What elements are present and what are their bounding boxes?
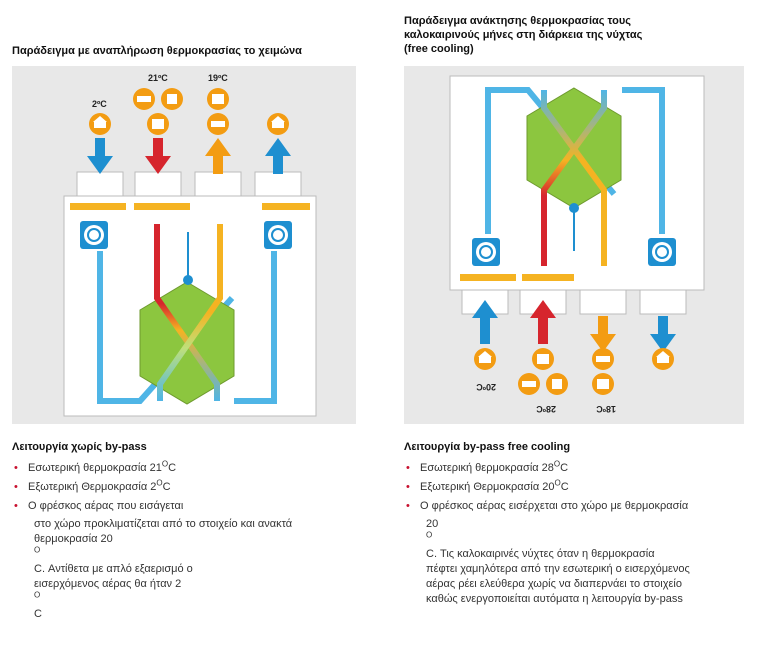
exhaust-air-arrow <box>265 138 291 174</box>
filter-bar-1 <box>70 203 126 210</box>
bathroom-icon <box>161 88 183 110</box>
left-bullet-2: •Εξωτερική Θερμοκρασία 2OC <box>14 478 171 493</box>
summer-diagram-svg: 20ºC 28ºC 18ºC <box>449 75 705 414</box>
toilet-icon <box>532 348 554 370</box>
left-description: Λειτουργία χωρίς by-pass •Εσωτερική θερμ… <box>12 440 372 626</box>
exhaust-duct <box>157 224 223 401</box>
bullet-icon: • <box>406 500 410 512</box>
port-box-1 <box>76 171 124 197</box>
indoor-temp-label: 28ºC <box>536 404 556 414</box>
fan-icon <box>264 221 292 249</box>
right-diagram-title: Παράδειγμα ανάκτησης θερμοκρασίας τους κ… <box>404 14 744 56</box>
supply-temp-label: 19ºC <box>208 73 228 83</box>
living-room-icon <box>592 373 614 395</box>
extract-air-arrow <box>530 300 556 344</box>
toilet-icon <box>147 113 169 135</box>
kitchen-icon <box>518 373 540 395</box>
right-title-line-2: καλοκαιρινούς μήνες στη διάρκεια της νύχ… <box>404 29 643 41</box>
bathroom-icon <box>546 373 568 395</box>
bullet-icon: • <box>14 500 18 512</box>
supply-air-arrow <box>205 138 231 174</box>
right-description: Λειτουργία by-pass free cooling •Εσωτερι… <box>404 440 744 611</box>
left-bullet-3: •Ο φρέσκος αέρας που εισάγεται στο χώρο … <box>14 500 293 620</box>
port-box-3 <box>194 171 242 197</box>
indoor-temp-label: 21ºC <box>148 73 168 83</box>
supply-duct <box>234 251 277 404</box>
living-room-icon <box>207 88 229 110</box>
left-mode-heading: Λειτουργία χωρίς by-pass <box>12 441 147 453</box>
winter-diagram-svg: 2ºC 21ºC 19ºC <box>63 73 317 417</box>
extract-air-arrow <box>145 138 171 174</box>
filter-bar-3 <box>262 203 310 210</box>
bypass-pivot <box>183 275 193 285</box>
bedroom-icon <box>592 348 614 370</box>
right-bullet-3: •Ο φρέσκος αέρας εισέρχεται στο χώρο με … <box>406 500 690 605</box>
right-bullet-1: •Εσωτερική θερμοκρασία 28OC <box>406 459 569 474</box>
outdoor-air-icon <box>89 113 111 135</box>
right-title-line-1: Παράδειγμα ανάκτησης θερμοκρασίας τους <box>404 15 631 27</box>
supply-duct <box>622 87 665 234</box>
right-title-line-3: (free cooling) <box>404 43 474 55</box>
outdoor-air-arrow <box>472 300 498 344</box>
exhaust-air-arrow <box>650 316 676 352</box>
bypass-duct <box>541 90 607 266</box>
left-diagram-title: Παράδειγμα με αναπλήρωση θερμοκρασίας το… <box>12 45 302 57</box>
exhaust-icon <box>652 348 674 370</box>
winter-recovery-diagram: 2ºC 21ºC 19ºC <box>12 66 356 424</box>
bullet-icon: • <box>14 462 18 474</box>
supply-temp-label: 18ºC <box>596 404 616 414</box>
right-bullet-2: •Εξωτερική Θερμοκρασία 20OC <box>406 478 569 493</box>
outdoor-air-icon <box>474 348 496 370</box>
filter-bar-2 <box>134 203 190 210</box>
port-box-4 <box>254 171 302 197</box>
port-box-3 <box>579 289 627 315</box>
outdoor-temp-label: 2ºC <box>92 99 107 109</box>
bullet-icon: • <box>14 481 18 493</box>
filter-bar-2 <box>522 274 574 281</box>
supply-air-arrow <box>590 316 616 352</box>
port-box-4 <box>639 289 687 315</box>
fan-icon <box>472 238 500 266</box>
bullet-icon: • <box>406 462 410 474</box>
right-mode-heading: Λειτουργία by-pass free cooling <box>404 441 571 453</box>
outdoor-temp-label: 20ºC <box>476 382 496 392</box>
outdoor-air-arrow <box>87 138 113 174</box>
fan-icon <box>648 238 676 266</box>
fan-icon <box>80 221 108 249</box>
left-bullet-1: •Εσωτερική θερμοκρασία 21OC <box>14 459 177 474</box>
bullet-icon: • <box>406 481 410 493</box>
summer-free-cooling-diagram: 20ºC 28ºC 18ºC <box>404 66 744 424</box>
bedroom-icon <box>207 113 229 135</box>
filter-bar-1 <box>460 274 516 281</box>
kitchen-icon <box>133 88 155 110</box>
port-box-2 <box>134 171 182 197</box>
exhaust-icon <box>267 113 289 135</box>
